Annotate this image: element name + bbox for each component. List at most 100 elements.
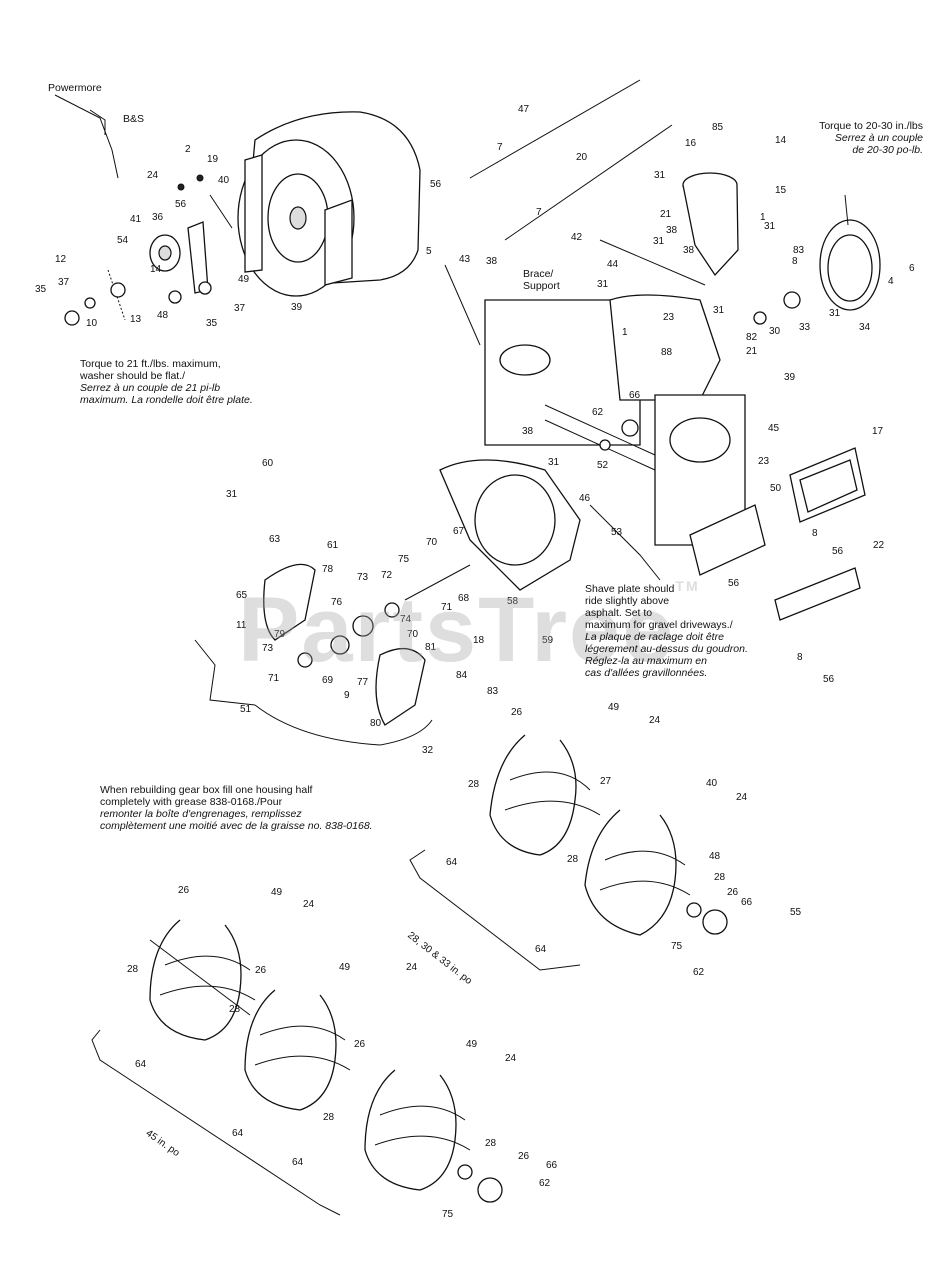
auger-large-2 [244,989,351,1111]
callout-label: 21 [660,209,672,220]
callout-label: 12 [55,254,67,265]
callout-label: 21 [746,346,758,357]
callout-label: 73 [262,643,274,654]
callout-label: 9 [344,690,350,701]
callout-label: 71 [268,673,280,684]
brace-support-label: Brace/ Support [523,268,560,292]
callout-label: 62 [693,967,705,978]
shave-plate-fr-line-1: La plaque de raclage doit être [585,631,724,643]
callout-label: 20 [576,152,588,163]
callout-label: 14 [775,135,787,146]
shave-plate-line-1: Shave plate should [585,583,675,595]
callout-label: 24 [736,792,748,803]
torque-21-line-1: Torque to 21 ft./lbs. maximum, [80,358,221,370]
callout-label: 24 [303,899,315,910]
torque-21-line-2: washer should be flat./ [80,370,186,382]
callout-label: 22 [873,540,885,551]
callout-label: 65 [236,590,248,601]
callout-label: 72 [381,570,393,581]
callout-label: 49 [466,1039,478,1050]
callout-label: 54 [117,235,129,246]
callout-label: 26 [255,965,267,976]
callout-label: 46 [579,493,591,504]
callout-label: 8 [797,652,803,663]
shave-plates [689,447,866,621]
callout-label: 31 [713,305,725,316]
torque-21-fr-line-1: Serrez à un couple de 21 pi-lb [80,382,221,394]
shave-plate-line-2: ride slightly above [585,595,670,607]
callout-label: 26 [727,887,739,898]
gearbox-fr-line-1: remonter la boîte d'engrenages, rempliss… [100,808,302,820]
callout-label: 59 [542,635,554,646]
callout-label: 28 [468,779,480,790]
shave-plate-line-3: asphalt. Set to [585,607,653,619]
callout-label: 31 [597,279,609,290]
callout-label: 78 [322,564,334,575]
auger-large-1 [149,919,256,1041]
torque-2030-fr-line-2: de 20-30 po-lb. [852,144,923,156]
callout-label: 56 [728,578,740,589]
shave-plate-fr-line-4: cas d'allées gravillonnées. [585,667,708,679]
callout-label: 16 [685,138,697,149]
callout-label: 37 [58,277,70,288]
bs-label: B&S [123,113,145,125]
callout-label: 26 [511,707,523,718]
shave-plate-fr-line-2: légerement au-dessus du goudron. [585,643,748,655]
callout-label: 49 [339,962,351,973]
callout-label: 7 [536,207,542,218]
callout-label: 66 [546,1160,558,1171]
callout-label: 28 [127,964,139,975]
watermark: PartsTreeTM [238,578,700,683]
callout-label: 81 [425,642,437,653]
group-brackets [91,504,661,1216]
callout-label: 71 [441,602,453,613]
callout-label: 73 [357,572,369,583]
callout-label: 55 [790,907,802,918]
callout-label: 18 [473,635,485,646]
callout-label: 23 [663,312,675,323]
callout-label: 49 [238,274,250,285]
callout-label: 28 [229,1004,241,1015]
callout-label: 6 [909,263,915,274]
callout-label: 48 [157,310,169,321]
callout-label: 66 [741,897,753,908]
callout-label: 62 [539,1178,551,1189]
callout-label: 56 [175,199,187,210]
callout-label: 15 [775,185,787,196]
callout-label: 35 [35,284,47,295]
callout-label: 28 [323,1112,335,1123]
callout-label: 48 [709,851,721,862]
callout-label: 64 [292,1157,304,1168]
callout-label: 34 [859,322,871,333]
callout-label: 69 [322,675,334,686]
chute [682,172,739,277]
callout-label: 75 [442,1209,454,1220]
callout-label: 49 [608,702,620,713]
torque-21-note: Torque to 21 ft./lbs. maximum, washer sh… [80,358,253,406]
callout-label: 56 [832,546,844,557]
callout-label: 40 [706,778,718,789]
callout-label: 31 [226,489,238,500]
torque-21-fr-line-2: maximum. La rondelle doit être plate. [80,394,253,406]
callout-label: 28 [714,872,726,883]
torque-2030-line-1: Torque to 20-30 in./lbs [819,120,923,132]
callout-label: 40 [218,175,230,186]
callout-label: 19 [207,154,219,165]
callout-label: 70 [426,537,438,548]
frame-assembly [444,79,746,546]
callout-label: 64 [535,944,547,955]
watermark-text: PartsTree [238,579,676,681]
callout-label: 37 [234,303,246,314]
callout-label: 30 [769,326,781,337]
callout-label: 74 [400,614,412,625]
gearbox [263,459,581,726]
callout-label: 24 [406,962,418,973]
gearbox-note: When rebuilding gear box fill one housin… [100,784,373,832]
drive-belt [753,194,881,325]
callout-label: 33 [799,322,811,333]
callout-label: 28 [567,854,579,865]
callout-label: 1 [622,327,628,338]
gearbox-fr-line-2: complètement une moitié avec de la grais… [100,820,373,832]
shave-plate-line-4: maximum for gravel driveways./ [585,619,733,631]
